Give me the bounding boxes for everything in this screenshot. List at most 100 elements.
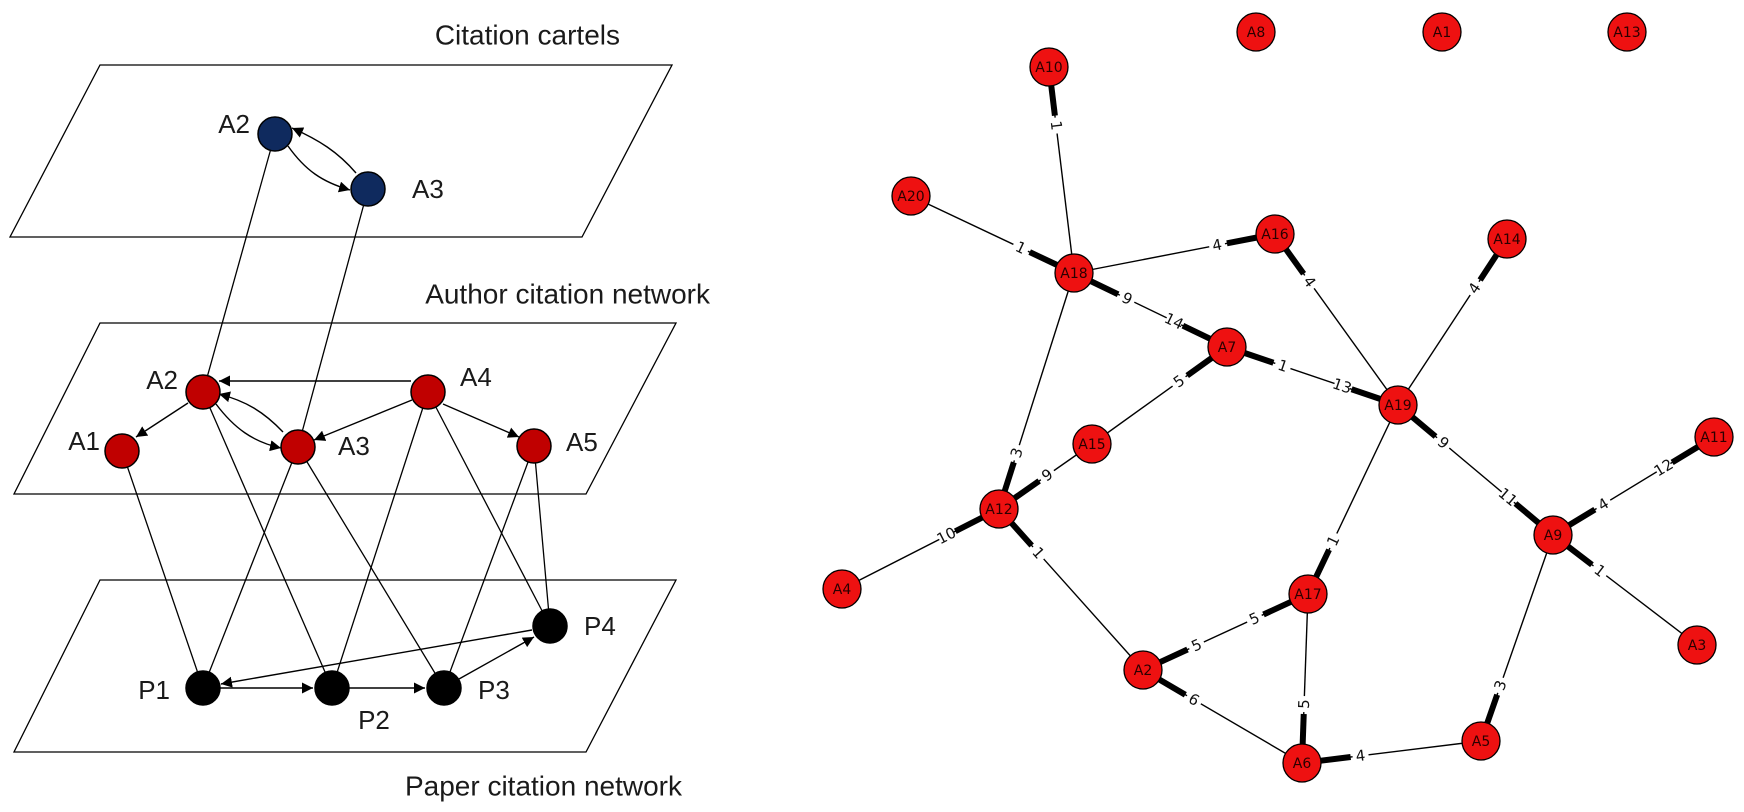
- edge-a19-a9-to-emphasis: [1513, 501, 1541, 526]
- paper-node-p3-circle: [426, 670, 462, 706]
- edge-a6-a5-from-emphasis: [1320, 754, 1351, 764]
- edge-a9-a3-from-emphasis: [1566, 544, 1594, 568]
- paper-node-p4: P4: [532, 608, 616, 644]
- paper-node-p1: P1: [138, 670, 221, 706]
- graph-nodes: A1A2A3A4A5A6A7A8A9A10A11A12A13A14A15A16A…: [822, 12, 1734, 783]
- arrow-p4-to-p1: [220, 629, 533, 688]
- author-node-a2: A2: [146, 365, 221, 410]
- edge-a17-a6-to-weight-bg: [1294, 695, 1314, 713]
- graph-node-a3-circle: [1677, 625, 1717, 665]
- arrow-cartel-a3-to-a2: [291, 127, 357, 174]
- graph-node-a13-label: A13: [1613, 25, 1640, 41]
- link-a5-p4: [533, 445, 551, 627]
- edge-a14-a19-from-emphasis: [1477, 253, 1500, 282]
- multilayer-diagram: Citation cartels Author citation network…: [8, 20, 711, 802]
- author-node-a2-label: A2: [146, 365, 178, 395]
- graph-node-a10-label: A10: [1035, 60, 1062, 76]
- graph-node-a12: A12: [979, 489, 1019, 529]
- edge-a2-a17-from-emphasis: [1159, 646, 1189, 665]
- author-node-a5: A5: [516, 427, 598, 464]
- author-node-a4: A4: [410, 362, 492, 410]
- cartel-layer-title: Citation cartels: [435, 20, 620, 51]
- link-a2-p2: [202, 391, 333, 689]
- graph-node-a17: A17: [1288, 574, 1328, 614]
- graph-node-a7-circle: [1207, 327, 1247, 367]
- link-cartel-a3-author-a3: [297, 188, 369, 448]
- edge-a19-a17-to-emphasis: [1313, 548, 1332, 579]
- link-a1-p1: [121, 450, 204, 689]
- edge-a9-a11-to-emphasis: [1670, 444, 1700, 466]
- graph-node-a17-label: A17: [1294, 587, 1321, 603]
- graph-node-a4-circle: [822, 569, 862, 609]
- graph-node-a18: A18: [1054, 253, 1094, 293]
- graph-node-a8-circle: [1236, 12, 1276, 52]
- edge-a7-a19-to-weight: 13: [1330, 374, 1354, 397]
- graph-node-a2-circle: [1123, 650, 1163, 690]
- graph-node-a1: A1: [1422, 12, 1462, 52]
- paper-node-p2-circle: [314, 670, 350, 706]
- graph-edges: [841, 66, 1715, 764]
- graph-node-a17-circle: [1288, 574, 1328, 614]
- author-node-a5-circle: [516, 428, 552, 464]
- graph-node-a6-label: A6: [1293, 756, 1312, 772]
- graph-node-a19: A19: [1378, 385, 1418, 425]
- graph-node-a4-label: A4: [833, 582, 852, 598]
- graph-node-a7-label: A7: [1218, 340, 1236, 356]
- graph-node-a13: A13: [1607, 12, 1647, 52]
- edge-a14-a19-from-weight-bg: [1462, 276, 1487, 300]
- link-a5-p3: [443, 445, 535, 689]
- cartel-node-a3-label: A3: [412, 174, 444, 204]
- edge-a20-a18-to-weight-bg: [1009, 236, 1032, 260]
- graph-node-a8-label: A8: [1247, 25, 1265, 41]
- arrow-a2-to-a3: [215, 403, 282, 452]
- graph-node-a20: A20: [891, 176, 931, 216]
- edge-a18-a12-to-weight-bg: [1005, 442, 1028, 464]
- paper-node-p4-label: P4: [584, 611, 616, 641]
- edge-a18-a7-to-weight-bg: [1162, 309, 1186, 333]
- edge-a7-a19-to-weight-bg: [1331, 374, 1353, 398]
- arrow-a2-to-a1: [135, 402, 189, 438]
- graph-node-a11-label: A11: [1700, 430, 1727, 446]
- author-node-a1-circle: [104, 433, 140, 469]
- arrow-p3-to-p4: [458, 636, 535, 680]
- edge-a9-a11-from-emphasis: [1567, 506, 1597, 528]
- graph-node-a5: A5: [1461, 721, 1501, 761]
- edge-a7-a19-to-emphasis: [1350, 386, 1381, 402]
- edge-a18-a12-to-emphasis: [1001, 461, 1017, 492]
- paper-node-p1-label: P1: [138, 675, 170, 705]
- edge-a2-a17-to-emphasis: [1262, 599, 1292, 618]
- edge-a10-a18-from-weight-bg: [1046, 116, 1067, 135]
- edge-a4-a12-to-emphasis: [953, 514, 984, 534]
- edge-a6-a5-from-weight-bg: [1351, 745, 1370, 766]
- cartel-node-a3: A3: [350, 171, 444, 207]
- edge-a17-a6-to-weight: 5: [1295, 699, 1313, 709]
- edge-a4-a12-to-weight-bg: [935, 524, 958, 548]
- paper-node-p2: P2: [314, 670, 390, 735]
- graph-node-a14: A14: [1487, 219, 1527, 259]
- paper-node-p3-label: P3: [478, 675, 510, 705]
- graph-node-a12-label: A12: [985, 502, 1012, 518]
- author-node-a4-label: A4: [460, 362, 492, 392]
- graph-node-a18-circle: [1054, 253, 1094, 293]
- edge-a10-a18-from-emphasis: [1048, 85, 1058, 117]
- edge-a2-a6-from-weight-bg: [1182, 687, 1206, 712]
- paper-node-p1-circle: [185, 670, 221, 706]
- graph-node-a6: A6: [1282, 743, 1322, 783]
- graph-node-a15-label: A15: [1078, 437, 1105, 453]
- edge-a9-a11-from-weight-bg: [1591, 492, 1615, 517]
- edge-a16-a19-from-weight-bg: [1297, 270, 1322, 294]
- graph-node-a16: A16: [1255, 214, 1295, 254]
- paper-node-p4-circle: [532, 608, 568, 644]
- edge-a9-a11-to-weight-bg: [1652, 455, 1676, 480]
- edge-a16-a19-from-emphasis: [1283, 247, 1307, 276]
- author-layer-title: Author citation network: [425, 279, 711, 310]
- graph-node-a16-label: A16: [1261, 227, 1288, 243]
- arrow-a3-to-a2: [218, 391, 284, 433]
- arrow-a4-to-a5: [442, 403, 520, 438]
- author-layer-plane: [12, 322, 678, 495]
- edge-a15-a7-to-emphasis: [1185, 355, 1214, 379]
- graph-node-a9: A9: [1533, 515, 1573, 555]
- graph-node-a5-label: A5: [1472, 734, 1490, 750]
